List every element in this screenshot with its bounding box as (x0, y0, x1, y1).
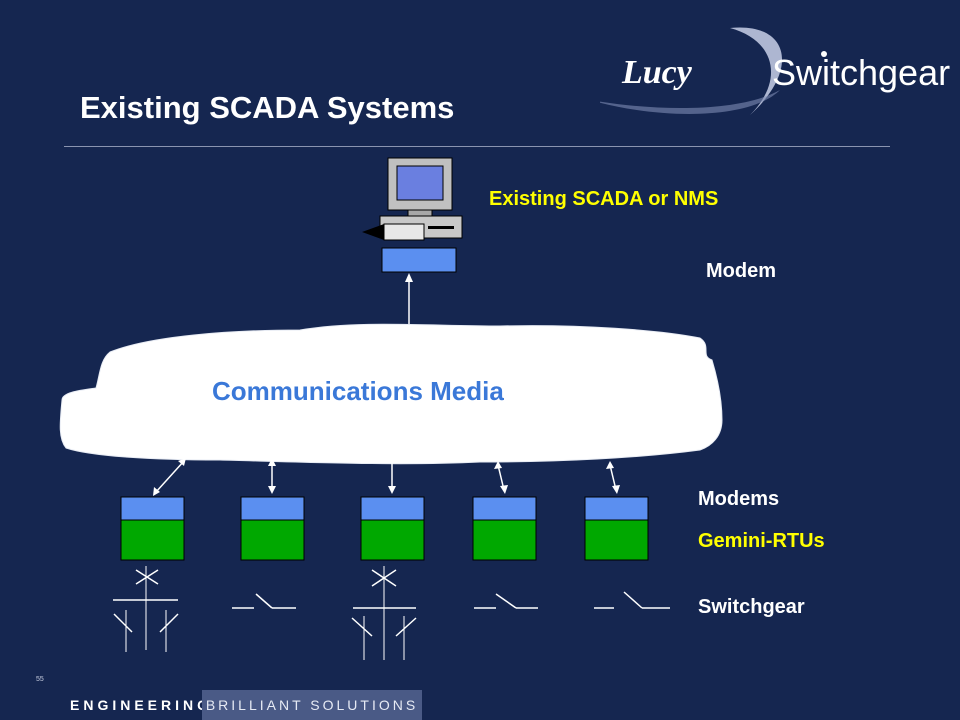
computer-icon (362, 157, 463, 241)
logo-swoosh-icon (600, 27, 827, 115)
modems-label: Modems (698, 488, 780, 510)
scada-label: Existing SCADA or NMS (489, 188, 719, 210)
switchgear-label: Switchgear (698, 596, 805, 618)
logo-lucy-text: Lucy (622, 54, 692, 91)
page-title: Existing SCADA Systems (80, 90, 455, 125)
communications-media-label: Communications Media (212, 376, 504, 406)
footer-engineering: ENGINEERING (0, 690, 208, 720)
rtus-label: Gemini-RTUs (698, 530, 825, 552)
communications-cloud (59, 323, 723, 465)
footer-brilliant-solutions: BRILLIANT SOLUTIONS (202, 690, 422, 720)
logo-switchgear-text: Switchgear (772, 52, 951, 93)
scada-modem (381, 247, 457, 273)
rtu-units (120, 496, 649, 561)
switchgear-symbols (113, 566, 670, 660)
rtu-link-arrows (155, 460, 617, 493)
title-divider (64, 146, 890, 147)
page-number: 55 (36, 676, 44, 683)
modem-label: Modem (706, 260, 776, 282)
